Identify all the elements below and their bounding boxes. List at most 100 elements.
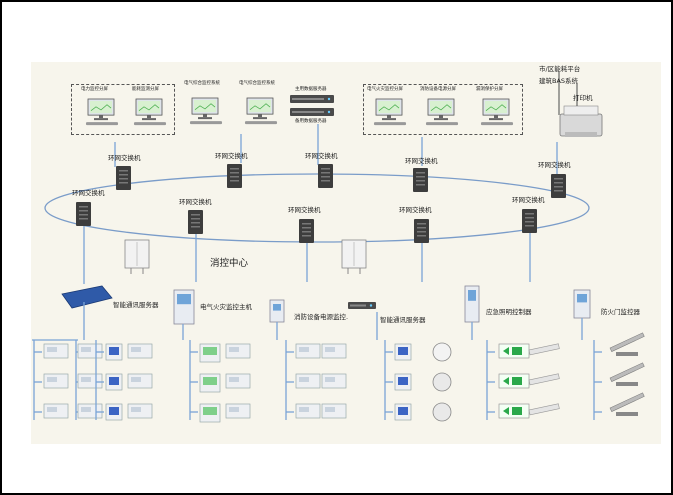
monitor-base	[253, 117, 267, 120]
door-closer-icon	[609, 392, 645, 416]
server-led	[327, 97, 331, 101]
monitor-screen	[138, 101, 160, 114]
label-electric-system-2: 电气综合监控系统	[239, 81, 275, 86]
meter-display	[299, 347, 309, 352]
monitor-stand	[439, 115, 443, 119]
label-main-server: 主用数据服务器	[295, 87, 327, 92]
meter-icon	[225, 343, 251, 359]
switch-port	[416, 176, 425, 178]
tower-screen	[468, 290, 476, 301]
monitor-stand	[387, 115, 391, 119]
meter-display	[203, 407, 217, 415]
door-closer-body	[616, 382, 638, 386]
switch-port	[417, 235, 426, 237]
switch-label: 环网交换机	[179, 198, 212, 206]
meter-icon	[199, 373, 221, 393]
door-closer-arm	[609, 332, 645, 352]
monitor-group-right	[363, 84, 523, 135]
exit-sign-arrow	[503, 347, 509, 355]
meter-display	[131, 407, 141, 412]
switch-port	[321, 180, 330, 182]
monitor-screen	[194, 100, 216, 113]
switch-port	[416, 172, 425, 174]
label-power-monitor: 电力监控分屏	[81, 87, 108, 92]
monitor-base	[382, 118, 396, 121]
meter-display	[131, 347, 141, 352]
tower-screen	[273, 304, 281, 311]
switch-port	[119, 174, 128, 176]
system-label-emergency-light: 应急照明控制器	[486, 308, 532, 316]
server-slot	[350, 304, 366, 307]
monitor-graph	[378, 104, 400, 112]
meter-display	[47, 377, 57, 382]
meter-icon	[199, 403, 221, 423]
switch-port	[191, 226, 200, 228]
ring-network	[44, 173, 590, 243]
meter-display	[299, 377, 309, 382]
switch-port	[230, 168, 239, 170]
keyboard	[190, 121, 222, 125]
meter-icon	[77, 403, 103, 419]
switch-port	[302, 231, 311, 233]
switch-port	[302, 227, 311, 229]
switch-port	[321, 176, 330, 178]
switch-label: 环网交换机	[512, 196, 545, 204]
monitor-stand	[203, 114, 207, 118]
switch-port	[525, 221, 534, 223]
label-energy-monitor: 能耗监测分屏	[132, 87, 159, 92]
switch-port	[119, 170, 128, 172]
power-supply-icon	[269, 299, 285, 323]
switch-label: 环网交换机	[215, 152, 248, 160]
switch-port	[230, 172, 239, 174]
switch-icon	[299, 219, 314, 243]
label-backup-server: 备用数据服务器	[295, 119, 327, 124]
switch-icon	[76, 202, 91, 226]
monitor-base	[142, 118, 156, 121]
meter-display	[131, 377, 141, 382]
server-icon	[348, 302, 376, 309]
switch-port	[191, 218, 200, 220]
monitor-icon	[374, 98, 406, 126]
meter-display	[47, 347, 57, 352]
meter-icon	[127, 373, 153, 389]
server-icon	[290, 108, 334, 116]
monitor-graph	[194, 103, 216, 111]
switch-port	[554, 190, 563, 192]
meter-display	[203, 377, 217, 385]
monitor-screen	[249, 100, 271, 113]
keyboard	[426, 122, 458, 126]
switch-port	[416, 184, 425, 186]
light-fixture-icon	[528, 373, 560, 386]
switch-port	[79, 214, 88, 216]
meter-icon	[394, 343, 412, 361]
tower-screen	[177, 294, 191, 305]
cabinet-icon	[341, 239, 367, 274]
switch-icon	[413, 168, 428, 192]
meter-icon	[127, 343, 153, 359]
keyboard	[481, 122, 513, 126]
meter-display	[229, 347, 239, 352]
switch-port	[525, 217, 534, 219]
emergency-controller-icon	[464, 285, 480, 323]
meter-icon	[43, 373, 69, 389]
door-closer-icon	[609, 362, 645, 386]
monitor-base	[94, 118, 108, 121]
tower-body	[269, 299, 285, 323]
monitor-screen	[378, 101, 400, 114]
meter-icon	[225, 373, 251, 389]
label-energy-platform: 市/区能耗平台	[539, 65, 581, 73]
monitor-icon	[86, 98, 118, 126]
switch-port	[417, 227, 426, 229]
meter-display	[109, 347, 119, 355]
switch-port	[525, 225, 534, 227]
meter-display	[203, 347, 217, 355]
monitor-icon	[245, 97, 277, 125]
exit-sign-icon	[498, 403, 530, 419]
server-slot	[292, 98, 324, 100]
meter-display	[47, 407, 57, 412]
gateway-icon	[61, 285, 113, 309]
monitor-stand	[99, 115, 103, 119]
meter-display	[325, 407, 335, 412]
switch-port	[321, 172, 330, 174]
keyboard	[374, 122, 406, 126]
